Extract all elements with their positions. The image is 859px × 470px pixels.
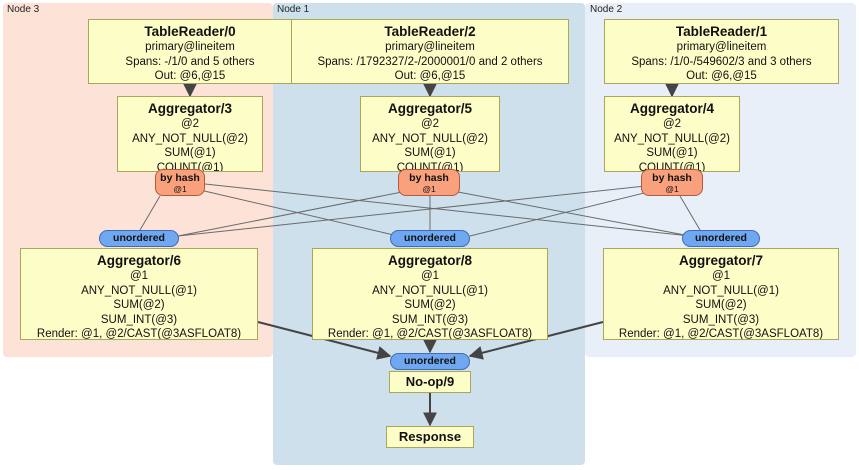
edge-h3-u6	[139, 195, 161, 231]
aggregator-4-line: @2	[662, 118, 682, 130]
aggregator-4-line: SUM(@1)	[646, 147, 698, 159]
edge-h3-u7	[204, 183, 691, 237]
edge-h3-u8	[199, 189, 399, 237]
aggregator-3-line: SUM(@1)	[164, 147, 216, 159]
edge-h4-u8	[469, 191, 649, 237]
table-reader-1-line: Spans: /1/0-/549602/3 and 3 others	[631, 55, 812, 68]
aggregator-4-title: Aggregator/4	[629, 101, 714, 116]
aggregator-7: Aggregator/7 @1 ANY_NOT_NULL(@1) SUM(@2)…	[603, 248, 839, 340]
response-node: Response	[386, 426, 474, 448]
unordered-sync-6: unordered	[99, 230, 179, 247]
table-reader-1-line: Out: @6,@15	[686, 70, 757, 82]
aggregator-8-line: @1	[420, 270, 440, 282]
table-reader-0-line: Spans: -/1/0 and 5 others	[125, 55, 255, 68]
aggregator-7-line: Render: @1, @2/CAST(@3ASFLOAT8)	[618, 328, 824, 340]
aggregator-7-line: SUM_INT(@3)	[682, 313, 760, 326]
node-2-label: Node 2	[590, 4, 623, 15]
table-reader-0-line: primary@lineitem	[145, 41, 235, 53]
table-reader-2-line: Spans: /1792327/2-/2000001/0 and 2 other…	[317, 55, 543, 68]
aggregator-8-line: Render: @1, @2/CAST(@3ASFLOAT8)	[327, 328, 533, 340]
table-reader-1-title: TableReader/1	[675, 24, 768, 39]
aggregator-3-title: Aggregator/3	[147, 101, 232, 116]
aggregator-4-line: COUNT(@1)	[638, 161, 706, 172]
table-reader-0-line: Out: @6,@15	[154, 70, 226, 82]
noop-9: No-op/9	[389, 371, 471, 393]
aggregator-6-line: ANY_NOT_NULL(@1)	[81, 284, 197, 297]
edge-h5-u7	[457, 191, 691, 237]
aggregator-3: Aggregator/3 @2 ANY_NOT_NULL(@2) SUM(@1)…	[117, 96, 263, 172]
aggregator-8-line: SUM(@2)	[404, 299, 456, 311]
aggregator-4-line: ANY_NOT_NULL(@2)	[614, 132, 730, 145]
aggregator-5-line: SUM(@1)	[404, 147, 456, 159]
hash-router-4-label: by hash	[652, 172, 692, 184]
edge-h4-u6	[177, 185, 646, 237]
aggregator-6-title: Aggregator/6	[96, 253, 181, 268]
table-reader-0: TableReader/0 primary@lineitem Spans: -/…	[88, 19, 292, 84]
aggregator-5-line: COUNT(@1)	[396, 161, 464, 172]
aggregator-5: Aggregator/5 @2 ANY_NOT_NULL(@2) SUM(@1)…	[360, 96, 500, 172]
hash-router-3-label: by hash	[160, 172, 200, 184]
aggregator-3-line: ANY_NOT_NULL(@2)	[132, 132, 248, 145]
hash-router-4-column: @1	[665, 184, 679, 194]
table-reader-2: TableReader/2 primary@lineitem Spans: /1…	[291, 19, 569, 84]
aggregator-8-line: SUM_INT(@3)	[391, 313, 469, 326]
table-reader-1-line: primary@lineitem	[676, 41, 767, 53]
aggregator-6-line: SUM_INT(@3)	[100, 313, 178, 326]
unordered-sync-7: unordered	[682, 230, 760, 247]
aggregator-7-title: Aggregator/7	[678, 253, 763, 268]
aggregator-5-line: ANY_NOT_NULL(@2)	[372, 132, 488, 145]
hash-router-3-column: @1	[173, 184, 187, 194]
hash-router-5-column: @1	[422, 184, 436, 194]
aggregator-6-line: Render: @1, @2/CAST(@3ASFLOAT8)	[36, 328, 242, 340]
aggregator-8-title: Aggregator/8	[387, 253, 472, 268]
table-reader-0-title: TableReader/0	[144, 24, 236, 39]
unordered-sync-8: unordered	[390, 230, 470, 247]
hash-router-5: by hash @1	[398, 169, 460, 196]
table-reader-1: TableReader/1 primary@lineitem Spans: /1…	[604, 19, 839, 84]
aggregator-3-line: COUNT(@1)	[156, 161, 224, 172]
table-reader-2-title: TableReader/2	[384, 24, 476, 39]
aggregator-7-line: @1	[711, 270, 731, 282]
aggregator-7-line: ANY_NOT_NULL(@1)	[663, 284, 779, 297]
unordered-sync-9: unordered	[390, 353, 470, 370]
node-3-label: Node 3	[7, 4, 40, 15]
aggregator-6-line: @1	[129, 270, 149, 282]
aggregator-8: Aggregator/8 @1 ANY_NOT_NULL(@1) SUM(@2)…	[312, 248, 548, 340]
hash-router-4: by hash @1	[641, 169, 703, 196]
edge-h4-u7	[679, 195, 701, 231]
aggregator-6-line: SUM(@2)	[113, 299, 165, 311]
aggregator-8-line: ANY_NOT_NULL(@1)	[372, 284, 488, 297]
aggregator-3-line: @2	[180, 118, 200, 130]
hash-router-3: by hash @1	[155, 169, 205, 196]
aggregator-5-title: Aggregator/5	[387, 101, 472, 116]
table-reader-2-line: Out: @6,@15	[394, 70, 466, 82]
node-1-label: Node 1	[277, 4, 310, 15]
aggregator-6: Aggregator/6 @1 ANY_NOT_NULL(@1) SUM(@2)…	[20, 248, 258, 340]
aggregator-7-line: SUM(@2)	[695, 299, 747, 311]
table-reader-2-line: primary@lineitem	[385, 41, 475, 53]
aggregator-4: Aggregator/4 @2 ANY_NOT_NULL(@2) SUM(@1)…	[604, 96, 740, 172]
aggregator-5-line: @2	[420, 118, 440, 130]
edge-h5-u6	[177, 191, 403, 237]
hash-router-5-label: by hash	[409, 172, 449, 184]
